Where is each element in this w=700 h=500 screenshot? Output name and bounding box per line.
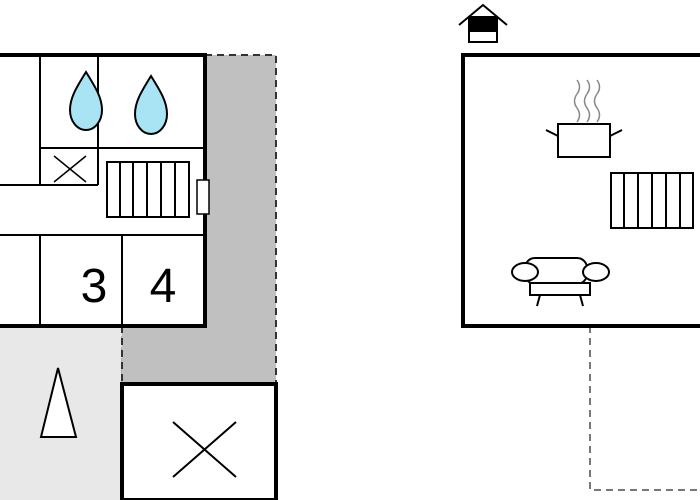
water-drop-icon [133,74,169,136]
tree-icon [39,367,78,438]
left-plan: 3 4 [0,53,278,500]
radiator-icon [106,161,190,218]
room-label-4: 4 [150,260,177,313]
garden-border [589,326,700,491]
terrace-area [122,55,276,384]
house-walls [461,53,700,328]
outbuilding [120,382,278,500]
room-label-3: 3 [81,260,108,313]
radiator-icon [610,172,694,229]
armchair-icon [511,257,610,307]
house-icon [458,3,508,43]
terrace-border [121,54,277,384]
cooking-pot-icon [545,79,623,158]
window-icon [196,179,210,215]
storage-cross-icon [53,155,87,183]
cross-icon [172,421,237,478]
right-plan [458,3,700,491]
water-drop-icon [68,70,104,132]
